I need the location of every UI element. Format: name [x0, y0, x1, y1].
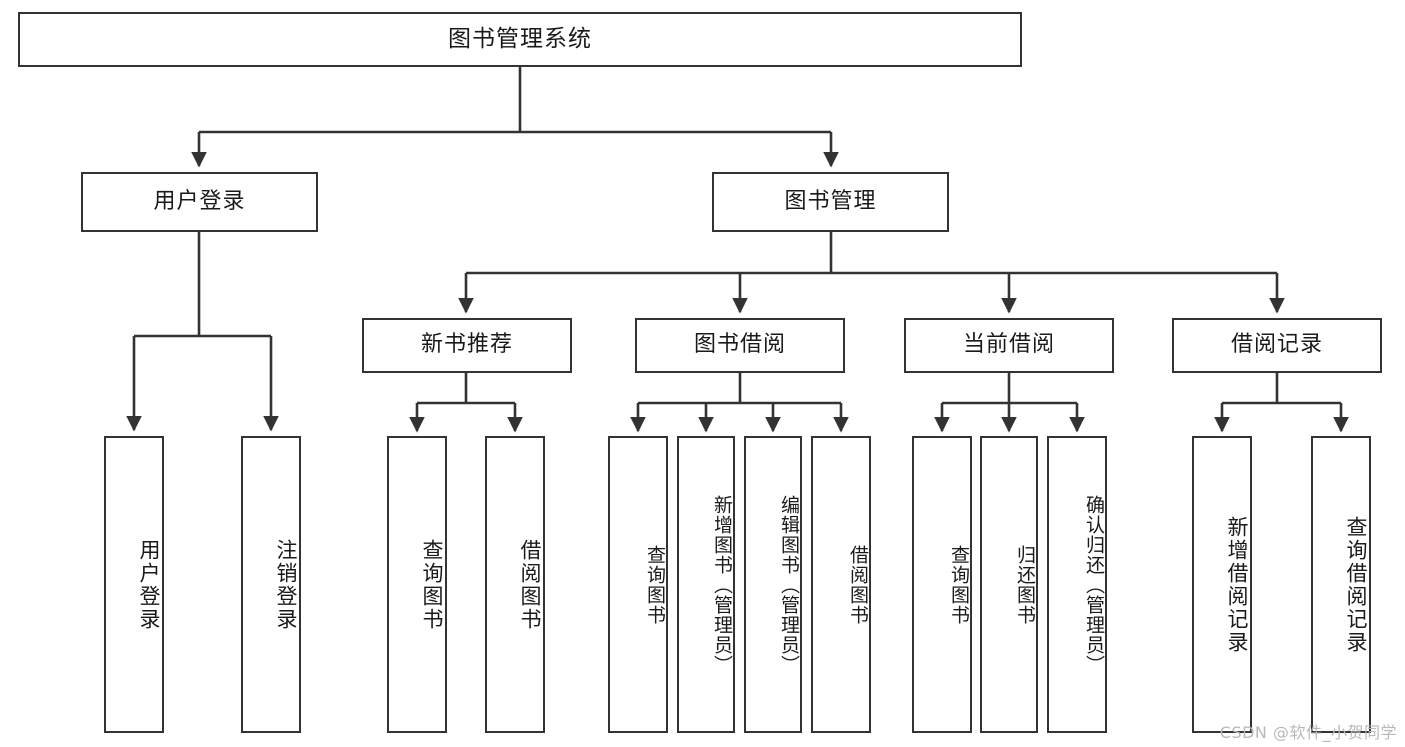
node-leaf-user-logout[interactable]: 注销登录 — [241, 436, 301, 733]
node-leaf-query-book-1[interactable]: 查询图书 — [387, 436, 447, 733]
node-leaf-add-record[interactable]: 新增借阅记录 — [1192, 436, 1252, 733]
node-label: 查询图书 — [420, 538, 444, 631]
node-label: 用户登录 — [153, 188, 246, 214]
node-label: 新增借阅记录 — [1225, 515, 1249, 654]
node-label: 查询借阅记录 — [1344, 515, 1368, 654]
node-label: 图书管理 — [784, 188, 877, 214]
node-leaf-edit-book[interactable]: 编辑图书（管理员） — [744, 436, 802, 733]
node-book-manage[interactable]: 图书管理 — [712, 172, 949, 232]
node-label: 借阅图书 — [847, 544, 869, 625]
node-label: 新增图书（管理员） — [711, 494, 733, 675]
node-new-book-recommend[interactable]: 新书推荐 — [362, 318, 572, 373]
node-label: 归还图书 — [1014, 544, 1036, 625]
node-leaf-return-book[interactable]: 归还图书 — [980, 436, 1038, 733]
watermark-text: CSDN @软件_小贺同学 — [1219, 723, 1397, 742]
node-label: 借阅记录 — [1230, 332, 1323, 358]
node-borrow-record[interactable]: 借阅记录 — [1172, 318, 1382, 373]
node-label: 注销登录 — [274, 538, 298, 631]
node-label: 图书借阅 — [693, 332, 786, 358]
node-leaf-query-record[interactable]: 查询借阅记录 — [1311, 436, 1371, 733]
node-leaf-borrow-book-2[interactable]: 借阅图书 — [811, 436, 871, 733]
node-book-borrow[interactable]: 图书借阅 — [635, 318, 845, 373]
node-leaf-add-book[interactable]: 新增图书（管理员） — [677, 436, 735, 733]
node-leaf-query-book-3[interactable]: 查询图书 — [912, 436, 972, 733]
node-label: 确认归还（管理员） — [1083, 494, 1105, 675]
node-leaf-borrow-book-1[interactable]: 借阅图书 — [485, 436, 545, 733]
node-user-login[interactable]: 用户登录 — [81, 172, 318, 232]
node-label: 查询图书 — [644, 544, 666, 625]
node-label: 当前借阅 — [962, 332, 1055, 358]
node-label: 用户登录 — [137, 538, 161, 631]
node-label: 编辑图书（管理员） — [778, 494, 800, 675]
node-label: 查询图书 — [948, 544, 970, 625]
node-current-borrow[interactable]: 当前借阅 — [904, 318, 1114, 373]
node-label: 借阅图书 — [518, 538, 542, 631]
node-leaf-confirm-return[interactable]: 确认归还（管理员） — [1047, 436, 1107, 733]
node-root-system[interactable]: 图书管理系统 — [18, 12, 1022, 67]
node-leaf-user-login[interactable]: 用户登录 — [104, 436, 164, 733]
node-label: 图书管理系统 — [448, 25, 592, 52]
node-label: 新书推荐 — [420, 332, 513, 358]
node-leaf-query-book-2[interactable]: 查询图书 — [608, 436, 668, 733]
